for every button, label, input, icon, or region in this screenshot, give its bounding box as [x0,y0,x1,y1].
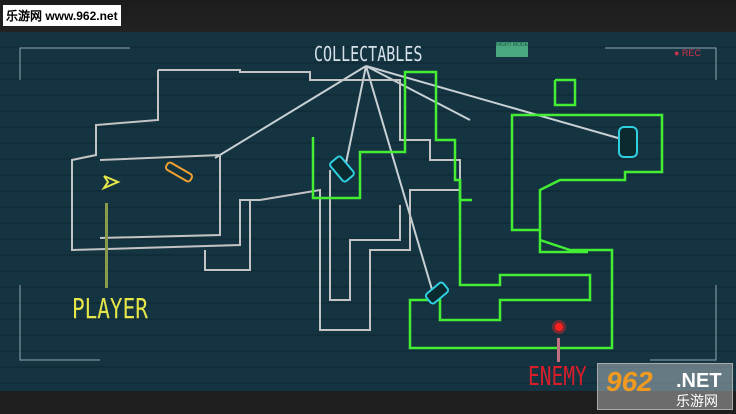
logo-watermark: 962 .NET 乐游网 [597,363,733,410]
top-bar: 乐游网 www.962.net [0,0,736,32]
enemy-marker [552,320,566,362]
watermark-number: 962 [606,366,653,397]
site-watermark: 乐游网 www.962.net [3,5,121,26]
collectables-label: COLLECTABLES [314,42,423,66]
collectable-items [164,126,638,305]
enemy-zone [311,70,664,350]
night-mode-button[interactable]: NIGHT MODE [496,42,528,57]
collectable-lines [214,65,626,294]
map-screen [0,32,736,391]
explored-area [71,69,461,331]
enemy-label: ENEMY [528,362,587,392]
player-label: PLAYER [72,292,148,325]
player-marker [101,175,121,288]
watermark-chinese: 乐游网 [676,393,718,409]
bottom-bar [0,391,736,414]
watermark-domain: .NET [676,370,722,392]
rec-indicator: ● REC [674,48,701,58]
hud-frame [19,47,717,361]
